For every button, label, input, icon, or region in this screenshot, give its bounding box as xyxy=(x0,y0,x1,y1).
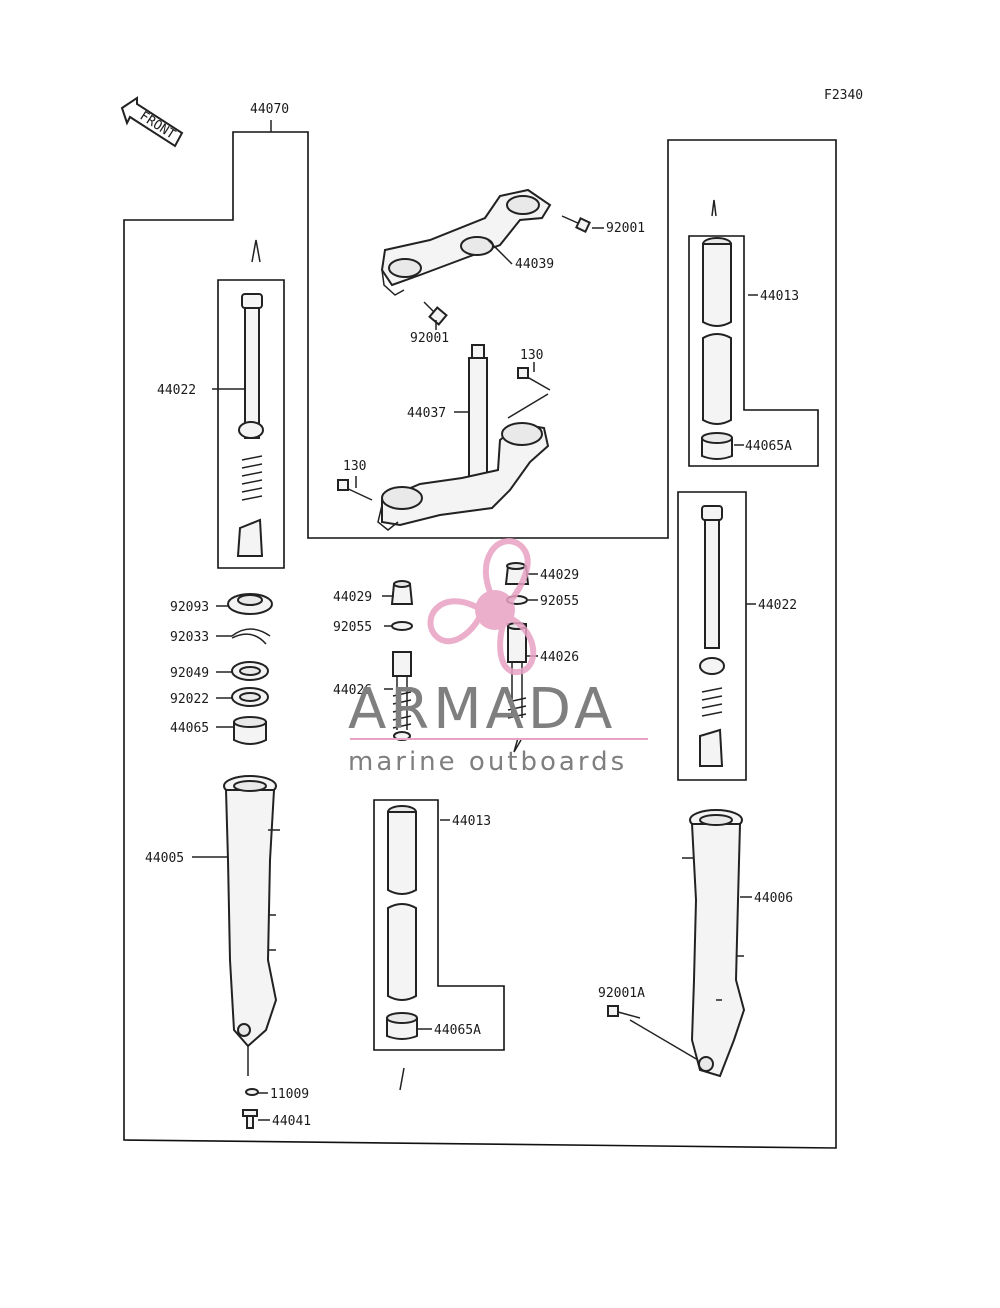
label-44029-left: 44029 xyxy=(333,590,372,605)
label-44026-right: 44026 xyxy=(540,650,579,665)
label-44039: 44039 xyxy=(515,257,554,272)
label-44022-left: 44022 xyxy=(157,383,196,398)
fork-tube-group-right-box xyxy=(677,491,747,781)
label-44026-left: 44026 xyxy=(333,683,372,698)
label-44029-right: 44029 xyxy=(540,568,579,583)
label-92033: 92033 xyxy=(170,630,209,645)
label-92049: 92049 xyxy=(170,666,209,681)
inner-tube-mid xyxy=(386,805,418,1040)
label-44065A-mid: 44065A xyxy=(434,1023,481,1038)
bolt-92001-top-icon xyxy=(561,215,591,233)
outer-tube-left xyxy=(223,775,280,1076)
oil-seal-stack-left xyxy=(227,593,273,745)
label-92022: 92022 xyxy=(170,692,209,707)
label-92001-mid: 92001 xyxy=(410,331,449,346)
bolt-92001A-icon xyxy=(607,1005,699,1061)
watermark-brand: ARMADA xyxy=(348,677,616,742)
bolt-130-left-icon xyxy=(337,479,373,501)
bolt-92001-mid-icon xyxy=(423,301,448,326)
propeller-logo-icon xyxy=(427,538,537,675)
label-92055-left: 92055 xyxy=(333,620,372,635)
upper-triple-clamp xyxy=(380,188,552,296)
label-92093: 92093 xyxy=(170,600,209,615)
diagram-code: F2340 xyxy=(824,88,863,103)
label-44013-right: 44013 xyxy=(760,289,799,304)
inner-tube-right xyxy=(701,237,733,460)
damper-valve-left xyxy=(390,580,414,741)
fork-tube-group-left-box xyxy=(217,279,285,569)
fork-damper-right xyxy=(699,505,725,767)
label-44013-mid: 44013 xyxy=(452,814,491,829)
front-arrow-icon: FRONT xyxy=(120,96,184,148)
label-44037: 44037 xyxy=(407,406,446,421)
bolt-130-top-icon xyxy=(517,367,551,391)
washer-11009-icon xyxy=(245,1088,259,1096)
outer-tube-right xyxy=(682,809,746,1078)
watermark-tagline: marine outboards xyxy=(348,747,627,777)
label-44065: 44065 xyxy=(170,721,209,736)
label-44022-right: 44022 xyxy=(758,598,797,613)
label-44006: 44006 xyxy=(754,891,793,906)
label-44041: 44041 xyxy=(272,1114,311,1129)
fork-damper-left xyxy=(236,293,264,557)
inner-tube-group-right-box xyxy=(688,235,819,467)
main-assembly-outline xyxy=(123,131,837,1149)
label-11009: 11009 xyxy=(270,1087,309,1102)
steering-stem-lower-clamp xyxy=(377,344,550,531)
part-labels: 44070 44039 92001 92001 130 44037 130 44… xyxy=(145,102,799,1129)
watermark: ARMADA marine outboards xyxy=(348,538,648,777)
label-44070: 44070 xyxy=(250,102,289,117)
label-44065A-right: 44065A xyxy=(745,439,792,454)
label-92001A: 92001A xyxy=(598,986,645,1001)
watermark-divider xyxy=(350,738,648,740)
label-92055-right: 92055 xyxy=(540,594,579,609)
inner-tube-group-mid-box xyxy=(373,799,505,1051)
label-130-left: 130 xyxy=(343,459,366,474)
label-44005: 44005 xyxy=(145,851,184,866)
label-130-top: 130 xyxy=(520,348,543,363)
bolt-44041-icon xyxy=(242,1109,258,1129)
leader-lines xyxy=(192,120,758,1121)
label-92001-top: 92001 xyxy=(606,221,645,236)
